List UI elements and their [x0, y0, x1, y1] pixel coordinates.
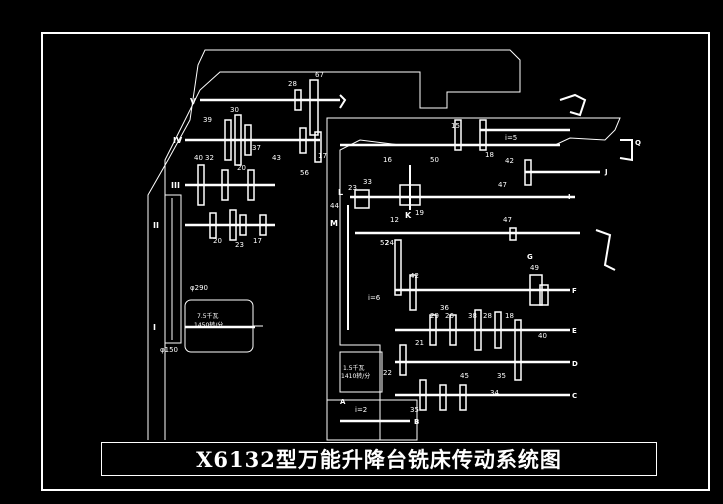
svg-text:49: 49 [530, 264, 539, 272]
svg-text:M: M [330, 219, 338, 228]
svg-text:35: 35 [410, 406, 419, 414]
svg-text:23: 23 [235, 241, 244, 249]
svg-text:E: E [572, 327, 577, 335]
svg-text:47: 47 [503, 216, 512, 224]
svg-text:1450转/分: 1450转/分 [194, 321, 223, 329]
svg-text:34: 34 [490, 389, 499, 397]
svg-text:J: J [604, 168, 608, 176]
column-outline [147, 49, 521, 440]
svg-text:38: 38 [468, 312, 477, 320]
svg-text:21: 21 [415, 339, 424, 347]
svg-text:42: 42 [505, 157, 514, 165]
svg-text:15: 15 [451, 122, 460, 130]
svg-text:20: 20 [213, 237, 222, 245]
svg-text:30: 30 [230, 106, 239, 114]
svg-text:1.5千瓦: 1.5千瓦 [343, 364, 365, 372]
svg-text:40: 40 [194, 154, 203, 162]
svg-text:45: 45 [460, 372, 469, 380]
svg-text:39: 39 [203, 116, 212, 124]
svg-text:17: 17 [318, 152, 327, 160]
svg-text:III: III [171, 181, 180, 190]
svg-text:L: L [338, 188, 343, 197]
svg-text:C: C [572, 392, 577, 400]
svg-text:29: 29 [430, 312, 439, 320]
title-box: X6132型万能升降台铣床传动系统图 [101, 442, 657, 476]
svg-text:36: 36 [440, 304, 449, 312]
svg-text:67: 67 [315, 71, 324, 79]
diagram-title: X6132型万能升降台铣床传动系统图 [196, 447, 562, 472]
svg-text:i=2: i=2 [355, 406, 367, 414]
svg-text:43: 43 [272, 154, 281, 162]
svg-text:F: F [572, 287, 577, 295]
svg-text:II: II [153, 221, 159, 230]
svg-text:35: 35 [497, 372, 506, 380]
svg-text:22: 22 [383, 369, 392, 377]
svg-text:28: 28 [483, 312, 492, 320]
svg-text:I: I [153, 323, 156, 332]
svg-text:42: 42 [410, 272, 419, 280]
svg-text:44: 44 [330, 202, 339, 210]
svg-text:B: B [414, 418, 419, 426]
svg-text:28: 28 [288, 80, 297, 88]
svg-text:16: 16 [383, 156, 392, 164]
svg-text:φ290: φ290 [190, 284, 208, 292]
svg-text:18: 18 [505, 312, 514, 320]
motor-feed-body [339, 351, 383, 393]
svg-text:K: K [405, 211, 412, 220]
svg-text:1410转/分: 1410转/分 [341, 372, 370, 380]
svg-text:56: 56 [300, 169, 309, 177]
svg-text:G: G [527, 253, 533, 261]
svg-text:17: 17 [253, 237, 262, 245]
svg-text:50: 50 [430, 156, 439, 164]
svg-text:7.5千瓦: 7.5千瓦 [197, 312, 219, 320]
svg-text:52: 52 [380, 239, 389, 247]
svg-text:20: 20 [237, 164, 246, 172]
svg-text:47: 47 [498, 181, 507, 189]
svg-text:Q: Q [635, 139, 641, 147]
svg-text:I: I [568, 193, 571, 201]
svg-text:i=5: i=5 [505, 134, 517, 142]
svg-text:φ150: φ150 [160, 346, 178, 354]
svg-text:12: 12 [390, 216, 399, 224]
svg-text:A: A [340, 398, 346, 406]
svg-text:24: 24 [385, 239, 394, 247]
svg-text:19: 19 [415, 209, 424, 217]
svg-text:IV: IV [173, 136, 183, 145]
svg-text:18: 18 [485, 151, 494, 159]
belt [164, 194, 182, 344]
drawing-frame [41, 32, 710, 491]
svg-text:23: 23 [348, 184, 357, 192]
svg-text:26: 26 [445, 312, 454, 320]
svg-text:33: 33 [363, 178, 372, 186]
svg-text:32: 32 [205, 154, 214, 162]
svg-text:i=6: i=6 [368, 294, 381, 302]
svg-text:37: 37 [252, 144, 261, 152]
svg-text:40: 40 [538, 332, 547, 340]
svg-text:V: V [190, 97, 197, 106]
svg-text:D: D [572, 360, 578, 368]
